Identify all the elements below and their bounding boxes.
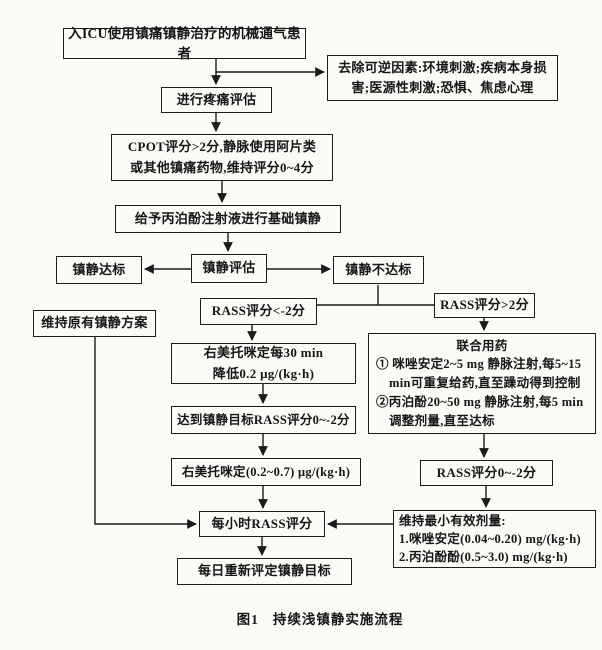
node-min-effective-dose: 维持最小有效剂量: 1.咪唑安定(0.04~0.20) mg/(kg·h) 2.… xyxy=(393,510,596,568)
node-propofol-base-sedation: 给予丙泊酚注射液进行基础镇静 xyxy=(115,205,341,233)
node-remove-reversible-factors: 去除可逆因素:环境刺激;疾病本身损害;医源性刺激;恐惧、焦虑心理 xyxy=(327,55,558,101)
node-dex-reduce-line2: 降低0.2 μg/(kg·h) xyxy=(212,365,315,381)
figure-caption-label: 图1 xyxy=(236,612,259,627)
node-sedation-target-met-label: 镇静达标 xyxy=(72,261,126,277)
node-icu-entry: 入ICU使用镇痛镇静治疗的机械通气患者 xyxy=(63,26,306,61)
node-hourly-rass: 每小时RASS评分 xyxy=(199,511,325,537)
node-icu-entry-label: 入ICU使用镇痛镇静治疗的机械通气患者 xyxy=(68,25,301,61)
node-sedation-target-not-met: 镇静不达标 xyxy=(333,256,424,284)
node-pain-assessment: 进行疼痛评估 xyxy=(161,87,272,113)
node-sedation-target-not-met-label: 镇静不达标 xyxy=(345,261,412,277)
node-maintain-original-plan-label: 维持原有镇静方案 xyxy=(41,315,148,331)
node-cpot-line1: CPOT评分>2分,静脉使用阿片类 xyxy=(127,138,317,154)
node-combination-medication-item2: ②丙泊酚20~50 mg 静脉注射,每5 min调整剂量,直至达标 xyxy=(376,394,584,428)
node-min-effective-dose-line1: 维持最小有效剂量: xyxy=(399,513,506,528)
node-dex-maintenance-dose: 右美托咪定(0.2~0.7) μg/(kg·h) xyxy=(171,458,361,486)
node-rass-above-2-label: RASS评分>2分 xyxy=(440,297,529,313)
node-reach-sedation-target: 达到镇静目标RASS评分0~-2分 xyxy=(171,406,356,434)
node-cpot-line2: 或其他镇痛药物,维持评分0~4分 xyxy=(130,159,314,175)
node-min-effective-dose-line2: 1.咪唑安定(0.04~0.20) mg/(kg·h) xyxy=(399,531,581,546)
node-rass-above-2: RASS评分>2分 xyxy=(434,293,535,318)
node-maintain-original-plan: 维持原有镇静方案 xyxy=(33,310,156,337)
node-combination-medication-title: 联合用药 xyxy=(456,338,508,353)
node-rass-below-minus2-label: RASS评分<-2分 xyxy=(211,303,306,319)
node-remove-reversible-factors-label: 去除可逆因素:环境刺激;疾病本身损害;医源性刺激;恐惧、焦虑心理 xyxy=(338,59,547,95)
node-min-effective-dose-line3: 2.丙泊酚酚(0.5~3.0) mg/(kg·h) xyxy=(399,550,568,565)
node-pain-assessment-label: 进行疼痛评估 xyxy=(176,91,257,107)
node-hourly-rass-label: 每小时RASS评分 xyxy=(211,515,313,531)
node-combination-medication: 联合用药 ① 咪唑安定2~5 mg 静脉注射,每5~15 min可重复给药,直至… xyxy=(368,333,596,434)
node-rass-0-to-minus2: RASS评分0~-2分 xyxy=(420,460,553,486)
node-cpot-score: CPOT评分>2分,静脉使用阿片类 或其他镇痛药物,维持评分0~4分 xyxy=(111,134,333,181)
figure-caption-title: 持续浅镇静实施流程 xyxy=(272,612,404,627)
node-sedation-assessment-label: 镇静评估 xyxy=(202,260,256,276)
node-rass-below-minus2: RASS评分<-2分 xyxy=(200,298,317,325)
node-sedation-target-met: 镇静达标 xyxy=(56,256,142,284)
node-reach-sedation-target-label: 达到镇静目标RASS评分0~-2分 xyxy=(177,412,350,427)
node-daily-reassessment: 每日重新评定镇静目标 xyxy=(177,558,352,585)
node-combination-medication-item1: ① 咪唑安定2~5 mg 静脉注射,每5~15 min可重复给药,直至躁动得到控… xyxy=(376,357,582,391)
node-rass-0-to-minus2-label: RASS评分0~-2分 xyxy=(436,464,537,480)
node-propofol-base-sedation-label: 给予丙泊酚注射液进行基础镇静 xyxy=(134,210,322,226)
node-dex-maintenance-dose-label: 右美托咪定(0.2~0.7) μg/(kg·h) xyxy=(181,464,351,479)
figure-caption: 图1 持续浅镇静实施流程 xyxy=(38,608,602,628)
node-sedation-assessment: 镇静评估 xyxy=(191,254,267,283)
node-dex-reduce: 右美托咪定每30 min 降低0.2 μg/(kg·h) xyxy=(171,343,356,384)
node-daily-reassessment-label: 每日重新评定镇静目标 xyxy=(197,563,331,579)
node-dex-reduce-line1: 右美托咪定每30 min xyxy=(203,345,324,361)
